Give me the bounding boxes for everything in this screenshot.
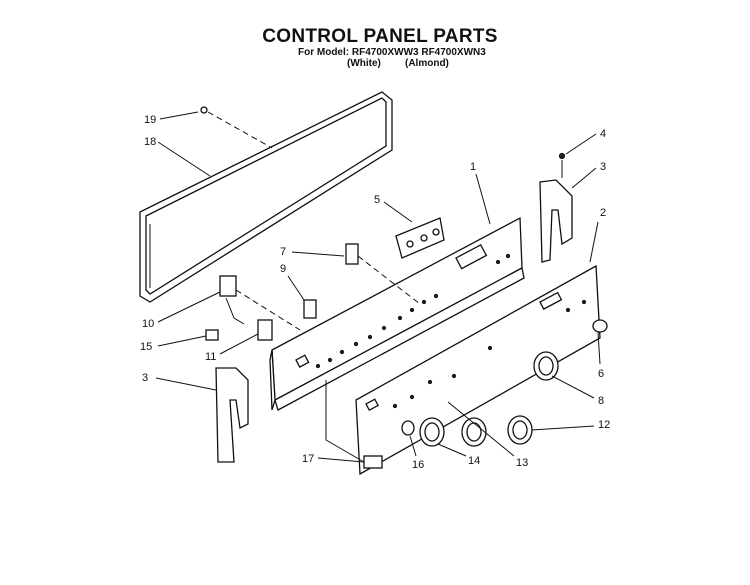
callout-10: 10	[142, 318, 154, 330]
part-6-knob	[592, 319, 608, 333]
callout-6: 6	[598, 368, 604, 380]
variant-white: (White)	[347, 58, 381, 69]
callout-1: 1	[470, 161, 476, 173]
callout-19: 19	[144, 114, 156, 126]
callout-3a: 3	[600, 161, 606, 173]
callout-11: 11	[205, 351, 216, 363]
callout-8: 8	[598, 395, 604, 407]
variant-almond: (Almond)	[405, 58, 449, 69]
part-5-switch	[395, 217, 445, 259]
part-3-right-endcap	[539, 179, 573, 263]
part-10-switch	[219, 275, 301, 331]
callout-12: 12	[598, 419, 610, 431]
callout-14: 14	[468, 455, 480, 467]
part-3-left-endcap	[215, 367, 249, 463]
callout-9: 9	[280, 263, 286, 275]
part-19-screw	[200, 106, 273, 149]
part-14-knob	[419, 417, 445, 447]
callouts: 19 18 4 3 1 5 2 7 9 10 15 11 3 6 8 12 16…	[140, 111, 610, 471]
part-16-knob	[401, 420, 415, 436]
part-4-screw	[558, 152, 566, 178]
part-13-knob	[461, 417, 487, 447]
part-12-knob	[507, 415, 533, 445]
callout-13: 13	[516, 457, 528, 469]
callout-3b: 3	[142, 372, 148, 384]
callout-5: 5	[374, 194, 380, 206]
part-17-plug	[325, 380, 383, 469]
part-8-knob	[533, 351, 559, 381]
part-18-frame	[139, 91, 393, 303]
part-9-block	[303, 299, 317, 319]
callout-15: 15	[140, 341, 152, 353]
callout-18: 18	[144, 136, 156, 148]
callout-7: 7	[280, 246, 286, 258]
part-2-front-plate	[355, 264, 601, 476]
panel-holes	[315, 253, 511, 369]
callout-17: 17	[302, 453, 314, 465]
model-line: For Model: RF4700XWW3 RF4700XWN3	[298, 47, 486, 58]
part-1-panel	[269, 216, 525, 411]
page-title: CONTROL PANEL PARTS	[262, 26, 498, 47]
part-15-clip	[205, 329, 219, 341]
callout-16: 16	[412, 459, 424, 471]
callout-2: 2	[600, 207, 606, 219]
part-11-switch	[257, 319, 273, 341]
part-7-block	[345, 243, 421, 305]
callout-4: 4	[600, 128, 606, 140]
